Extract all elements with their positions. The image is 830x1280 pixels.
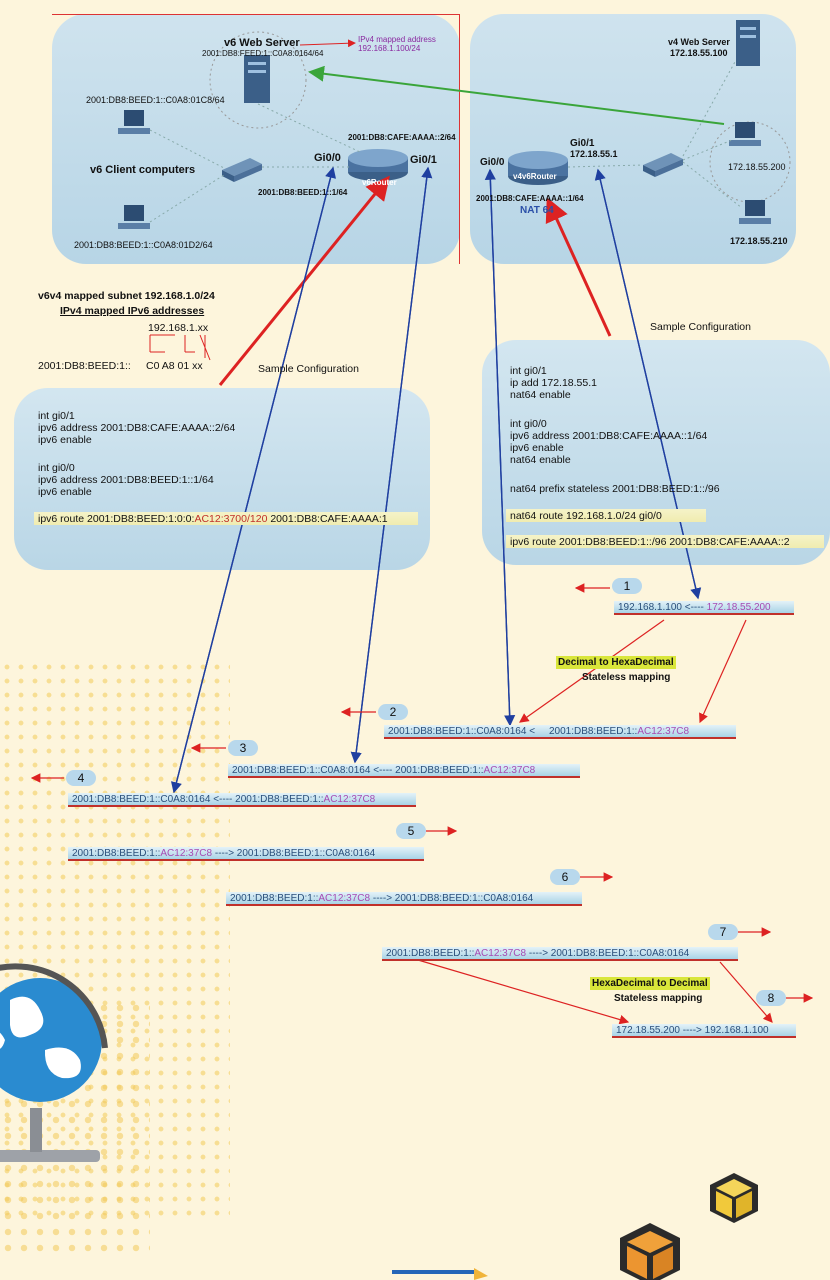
hex-to-decimal-label: HexaDecimal to Decimal [590, 977, 710, 990]
v6-pc-icon-2 [118, 205, 150, 229]
v6-gi00-label: Gi0/0 [314, 152, 341, 164]
config-right-route1: nat64 route 192.168.1.0/24 gi0/0 [510, 510, 662, 522]
step-5: 5 [396, 823, 426, 839]
mapped-subnet-title: v6v4 mapped subnet 192.168.1.0/24 [38, 290, 215, 302]
v4-pc-icon-2 [739, 200, 771, 224]
divider-line [459, 14, 460, 264]
stateless-mapping-label: Stateless mapping [582, 672, 671, 683]
v4-switch-icon [643, 153, 683, 177]
v6-gi01-label: Gi0/1 [410, 154, 437, 166]
v4-router-addr: 2001:DB8:CAFE:AAAA::1/64 [476, 194, 584, 203]
config-right-line: ipv6 enable [510, 442, 564, 454]
config-right-line: ip add 172.18.55.1 [510, 377, 597, 389]
step-arrows [30, 583, 814, 1025]
v4-server-icon [736, 20, 760, 66]
step-8: 8 [756, 990, 786, 1006]
config-left-line: int gi0/1 [38, 410, 75, 422]
v6-client-label: v6 Client computers [90, 164, 196, 176]
v6-example-prefix: 2001:DB8:BEED:1:: [38, 360, 131, 372]
step-2: 2 [378, 704, 408, 720]
config-left-line: ipv6 enable [38, 434, 92, 446]
stateless-mapping-label-2: Stateless mapping [614, 993, 703, 1004]
config-right-title: Sample Configuration [650, 321, 751, 333]
v6-gi00-addr: 2001:DB8:BEED:1::1/64 [258, 188, 348, 197]
config-right-line: int gi0/0 [510, 418, 547, 430]
config-right-line: nat64 enable [510, 389, 571, 401]
mapped-arrow [299, 39, 356, 48]
v6-server-title: v6 Web Server [224, 37, 300, 49]
config-left-route: ipv6 route 2001:DB8:BEED:1:0:0:AC12:3700… [38, 513, 388, 525]
red-arrow-right [545, 197, 612, 337]
v6-pc-icon-1 [118, 110, 150, 134]
v4-pc1-addr: 172.18.55.200 [728, 162, 786, 172]
v6-switch-icon [222, 158, 262, 182]
step-3-address: 2001:DB8:BEED:1::C0A8:0164 <---- 2001:DB… [228, 764, 580, 778]
v4-gi01-addr: 172.18.55.1 [570, 149, 618, 159]
step-8-address: 172.18.55.200 ----> 192.168.1.100 [612, 1024, 796, 1038]
route-highlight [506, 535, 824, 548]
config-panel-left [14, 388, 430, 570]
step-3: 3 [228, 740, 258, 756]
v4-pc-icon-1 [729, 122, 761, 146]
v4-pc2-addr: 172.18.55.210 [730, 236, 788, 246]
v6-gi01-addr: 2001:DB8:CAFE:AAAA::2/64 [348, 133, 456, 142]
v6-server-addr: 2001:DB8:FEED:1::C0A8:0164/64 [202, 49, 324, 58]
step-7: 7 [708, 924, 738, 940]
step-4: 4 [66, 770, 96, 786]
v4-example: 192.168.1.xx [148, 322, 209, 334]
config-left-title: Sample Configuration [258, 363, 359, 375]
step-7-address: 2001:DB8:BEED:1::AC12:37C8 ----> 2001:DB… [382, 947, 738, 961]
network-links [149, 59, 743, 223]
v4-router-icon [508, 151, 568, 185]
mapped-address-note: IPv4 mapped address 192.168.1.100/24 [358, 35, 436, 53]
v6-router-icon [348, 149, 408, 181]
pc-highlight-circle [709, 121, 791, 203]
step-5-address: 2001:DB8:BEED:1::AC12:37C8 ----> 2001:DB… [68, 847, 424, 861]
server-highlight-circle [209, 31, 307, 129]
step-4-address: 2001:DB8:BEED:1::C0A8:0164 <---- 2001:DB… [68, 793, 416, 807]
globe-illustration [0, 963, 108, 1162]
config-left-line: ipv6 enable [38, 486, 92, 498]
config-panel-right [482, 340, 830, 565]
route-highlight [506, 509, 706, 522]
v4-server-title: v4 Web Server [668, 37, 730, 47]
route-highlight [34, 512, 418, 525]
v6-pc1-addr: 2001:DB8:BEED:1::C0A8:01C8/64 [86, 95, 225, 105]
cube-icon-large [620, 1223, 680, 1280]
v6-server-icon [244, 55, 270, 103]
ipv4-mapped-title: IPv4 mapped IPv6 addresses [60, 305, 205, 317]
footer-accent [474, 1268, 488, 1280]
green-arrow [308, 65, 725, 125]
step-1-address: 192.168.1.100 <---- 172.18.55.200 [614, 601, 794, 615]
config-right-line: nat64 enable [510, 454, 571, 466]
v4-server-addr: 172.18.55.100 [670, 48, 728, 58]
config-right-route2: ipv6 route 2001:DB8:BEED:1::/96 2001:DB8… [510, 536, 790, 548]
config-left-line: int gi0/0 [38, 462, 75, 474]
step-6-address: 2001:DB8:BEED:1::AC12:37C8 ----> 2001:DB… [226, 892, 582, 906]
divider-line [52, 14, 460, 15]
v6-router-label: v6Router [362, 178, 397, 187]
blue-arrows [170, 166, 702, 794]
step-1: 1 [612, 578, 642, 594]
config-left-line: ipv6 address 2001:DB8:CAFE:AAAA::2/64 [38, 422, 236, 434]
nat64-label: NAT 64 [520, 205, 554, 216]
v6-pc2-addr: 2001:DB8:BEED:1::C0A8:01D2/64 [74, 240, 213, 250]
config-right-line: ipv6 address 2001:DB8:CAFE:AAAA::1/64 [510, 430, 708, 442]
v4-router-label: v4v6Router [513, 172, 557, 181]
decimal-to-hex-label: Decimal to HexaDecimal [556, 656, 676, 669]
v4-gi01-label: Gi0/1 [570, 138, 595, 149]
cube-icon-small [710, 1173, 758, 1223]
config-left-line: ipv6 address 2001:DB8:BEED:1::1/64 [38, 474, 214, 486]
config-right-line: int gi0/1 [510, 365, 547, 377]
v4-gi00-label: Gi0/0 [480, 157, 505, 168]
config-right-line: nat64 prefix stateless 2001:DB8:BEED:1::… [510, 483, 720, 495]
mapping-tree [149, 334, 211, 361]
step-6: 6 [550, 869, 580, 885]
step-2-address: 2001:DB8:BEED:1::C0A8:0164 < 2001:DB8:BE… [384, 725, 736, 739]
v6-example-hex: C0 A8 01 xx [146, 360, 203, 372]
